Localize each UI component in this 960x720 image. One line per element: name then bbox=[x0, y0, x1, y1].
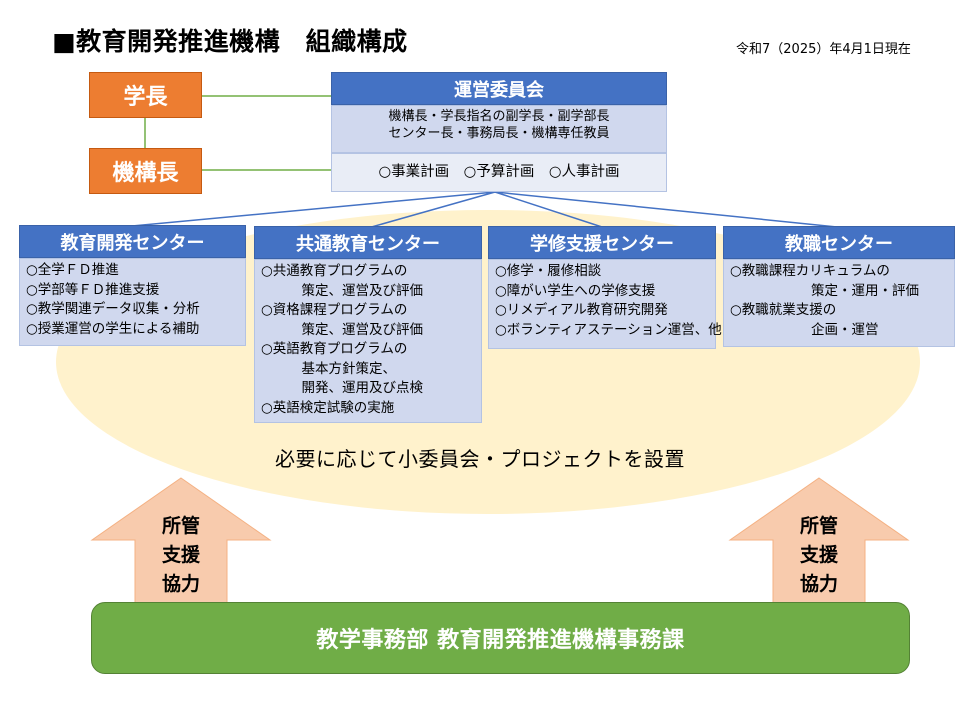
center-teacher-training-items: ○教職課程カリキュラムの 策定・運用・評価 ○教職就業支援の 企画・運営 bbox=[723, 259, 955, 347]
center-learning-support-name: 学修支援センター bbox=[530, 233, 674, 255]
connector-committee-center4 bbox=[494, 191, 838, 228]
president-label: 学長 bbox=[123, 85, 168, 110]
committee-members-line1: 機構長・学長指名の副学長・副学部長 bbox=[388, 109, 610, 124]
connector-committee-center2 bbox=[367, 191, 496, 229]
committee-tasks: ○事業計画 ○予算計画 ○人事計画 bbox=[331, 153, 667, 192]
committee-header: 運営委員会 bbox=[331, 72, 667, 105]
committee-name: 運営委員会 bbox=[454, 79, 544, 101]
center-general-education-items: ○共通教育プログラムの 策定、運営及び評価 ○資格課程プログラムの 策定、運営及… bbox=[254, 259, 482, 423]
center-learning-support-items: ○修学・履修相談 ○障がい学生への学修支援 ○リメディアル教育研究開発 ○ボラン… bbox=[488, 259, 722, 349]
support-right-line1: 所管 bbox=[799, 515, 838, 537]
support-arrow-right-text: 所管 支援 協力 bbox=[773, 512, 865, 599]
center-education-development-items: ○全学ＦＤ推進 ○学部等ＦＤ推進支援 ○教学関連データ収集・分析 ○授業運営の学… bbox=[19, 258, 246, 346]
president-box: 学長 bbox=[89, 72, 202, 118]
support-right-line3: 協力 bbox=[799, 573, 838, 595]
as-of-date: 令和7（2025）年4月1日現在 bbox=[736, 42, 911, 57]
support-left-line1: 所管 bbox=[161, 515, 200, 537]
center-learning-support-header: 学修支援センター bbox=[488, 226, 716, 259]
office-label: 教学事務部 教育開発推進機構事務課 bbox=[316, 628, 685, 653]
support-left-line2: 支援 bbox=[161, 544, 200, 566]
center-teacher-training-header: 教職センター bbox=[723, 226, 955, 259]
page-title: ■教育開発推進機構 組織構成 bbox=[52, 27, 408, 56]
center-education-development-name: 教育開発センター bbox=[60, 232, 205, 254]
connector-committee-center1 bbox=[131, 191, 496, 227]
subcommittee-note: 必要に応じて小委員会・プロジェクトを設置 bbox=[275, 447, 685, 471]
center-teacher-training-name: 教職センター bbox=[785, 233, 893, 255]
center-education-development-header: 教育開発センター bbox=[19, 225, 246, 258]
office-box: 教学事務部 教育開発推進機構事務課 bbox=[91, 602, 910, 674]
support-right-line2: 支援 bbox=[799, 544, 838, 566]
committee-members: 機構長・学長指名の副学長・副学部長 センター長・事務局長・機構専任教員 bbox=[331, 105, 667, 153]
support-arrow-left-text: 所管 支援 協力 bbox=[135, 512, 227, 599]
center-general-education-header: 共通教育センター bbox=[254, 226, 482, 259]
director-box: 機構長 bbox=[89, 148, 202, 194]
support-left-line3: 協力 bbox=[161, 573, 200, 595]
committee-tasks-text: ○事業計画 ○予算計画 ○人事計画 bbox=[378, 163, 620, 180]
center-general-education-name: 共通教育センター bbox=[296, 233, 440, 255]
connector-committee-center3 bbox=[494, 191, 603, 228]
committee-members-line2: センター長・事務局長・機構専任教員 bbox=[388, 126, 610, 141]
director-label: 機構長 bbox=[112, 161, 179, 186]
